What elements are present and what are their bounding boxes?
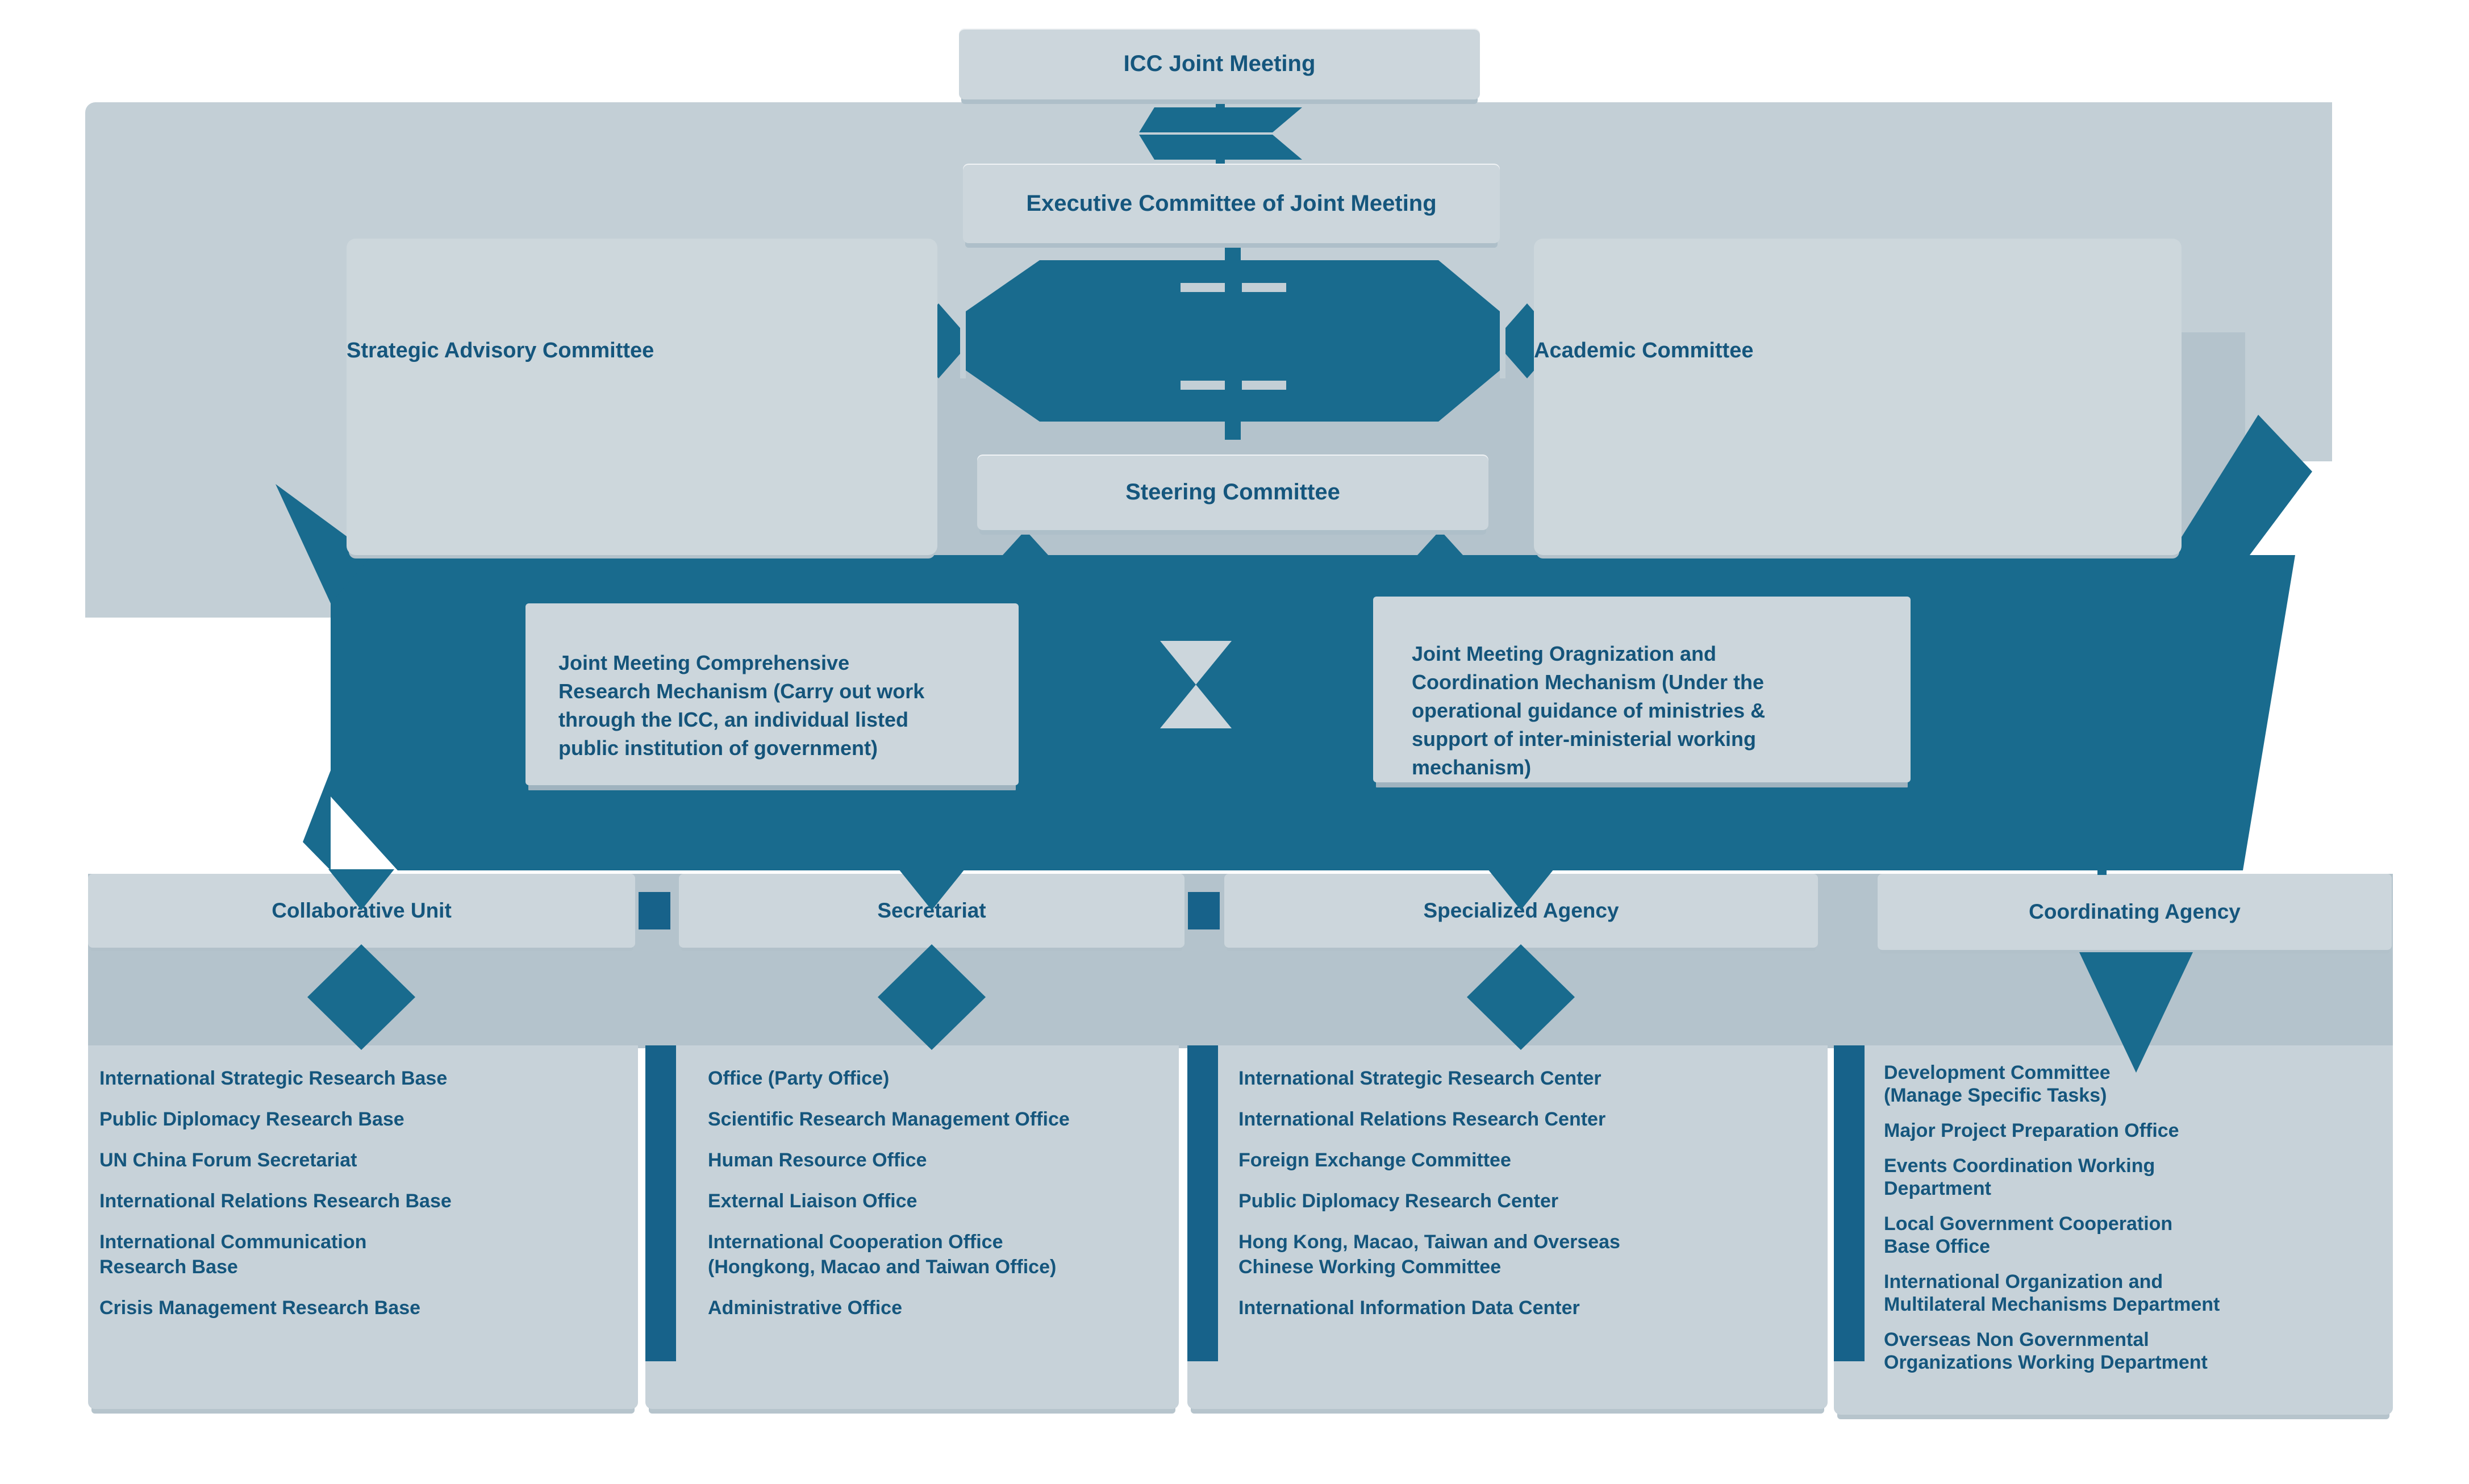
arrow-top-nub [1216, 100, 1225, 108]
emblem-dash [1181, 283, 1225, 292]
list-item: Public Diplomacy Research Base [99, 1108, 404, 1130]
list-item: Hong Kong, Macao, Taiwan and Overseas Ch… [1238, 1231, 1620, 1278]
list-item: Crisis Management Research Base [99, 1297, 421, 1319]
emblem-bottom-nub [1225, 420, 1241, 440]
emblem-dash [1242, 381, 1286, 390]
emblem-middle-band [966, 311, 1500, 370]
left-wing-background [85, 332, 376, 618]
column-header-specialized-agency: Specialized Agency [1224, 874, 1818, 948]
band-top-notch-left [1003, 530, 1048, 555]
list-item: International Information Data Center [1238, 1297, 1580, 1319]
secretariat-panel: Office (Party Office) Scientific Researc… [645, 1045, 1179, 1409]
list-item: International Relations Research Base [99, 1190, 452, 1212]
list-item: UN China Forum Secretariat [99, 1149, 357, 1171]
column-header-coordinating-agency: Coordinating Agency [1878, 874, 2392, 950]
dark-band-right-arm [2170, 415, 2312, 555]
emblem-dash [1181, 381, 1225, 390]
up-chevron-arrow [1139, 107, 1302, 132]
right-arrowhead-slit [1500, 303, 1505, 378]
collaborative-unit-panel: International Strategic Research Base Pu… [88, 1045, 638, 1409]
down-chevron-arrow [1139, 135, 1302, 160]
list-item: Overseas Non Governmental Organizations … [1884, 1329, 2208, 1373]
coordinating-agency-label: Coordinating Agency [2029, 900, 2241, 923]
list-item: Events Coordination Working Department [1884, 1155, 2155, 1199]
comprehensive-research-mechanism-box: Joint Meeting Comprehensive Research Mec… [526, 603, 1019, 785]
right-wing-background [2245, 102, 2332, 461]
emblem-top-trapezoid [966, 260, 1500, 311]
emblem-top-nub [1225, 242, 1241, 262]
strategic-advisory-committee-label: Strategic Advisory Committee [347, 339, 654, 362]
organization-coordination-mechanism-text: Joint Meeting Oragnization and Coordinat… [1412, 642, 1766, 779]
list-item: International Strategic Research Center [1238, 1068, 1601, 1089]
list-item: International Organization and Multilate… [1884, 1271, 2220, 1315]
hourglass-icon [1160, 685, 1232, 728]
list-item: Human Resource Office [708, 1149, 927, 1171]
organization-coordination-mechanism-box: Joint Meeting Oragnization and Coordinat… [1373, 597, 1911, 782]
list-item: Administrative Office [708, 1297, 902, 1319]
strategic-advisory-committee-box: Strategic Advisory Committee [347, 239, 937, 555]
diamond-connector [1467, 944, 1575, 1050]
list-item: Development Committee (Manage Specific T… [1884, 1062, 2111, 1106]
emblem-bottom-trapezoid [966, 370, 1500, 422]
emblem-dash [1242, 283, 1286, 292]
list-item: Public Diplomacy Research Center [1238, 1190, 1559, 1212]
left-arrowhead-slit [960, 303, 966, 378]
list-item: Office (Party Office) [708, 1068, 890, 1089]
academic-committee-label: Academic Committee [1534, 339, 1754, 362]
executive-committee-label: Executive Committee of Joint Meeting [1026, 191, 1437, 216]
list-item: Scientific Research Management Office [708, 1108, 1070, 1130]
academic-committee-box: Academic Committee [1534, 239, 2182, 555]
list-item: International Strategic Research Base [99, 1068, 448, 1089]
icc-joint-meeting-label: ICC Joint Meeting [1123, 51, 1316, 76]
steering-committee-box: Steering Committee [977, 455, 1488, 530]
specialized-agency-list: International Strategic Research Center … [1187, 1045, 1828, 1320]
band-top-notch-right [1417, 530, 1463, 555]
collaborative-unit-label: Collaborative Unit [272, 899, 452, 922]
comprehensive-research-mechanism-text: Joint Meeting Comprehensive Research Mec… [558, 651, 925, 760]
list-item: International Cooperation Office (Hongko… [708, 1231, 1057, 1278]
list-item: International Communication Research Bas… [99, 1231, 367, 1278]
secretariat-list: Office (Party Office) Scientific Researc… [645, 1045, 1179, 1320]
steering-committee-label: Steering Committee [1125, 480, 1340, 505]
collaborative-unit-list: International Strategic Research Base Pu… [88, 1045, 638, 1320]
column-header-collaborative-unit: Collaborative Unit [88, 874, 635, 948]
header-gap-square [639, 892, 670, 929]
diamond-connector [307, 944, 415, 1050]
secretariat-label: Secretariat [877, 899, 986, 922]
list-item: Local Government Cooperation Base Office [1884, 1213, 2173, 1257]
executive-committee-box: Executive Committee of Joint Meeting [963, 164, 1500, 243]
specialized-agency-panel: International Strategic Research Center … [1187, 1045, 1828, 1409]
header-gap-square [1188, 892, 1220, 929]
specialized-agency-label: Specialized Agency [1423, 899, 1619, 922]
hourglass-icon [1160, 641, 1232, 685]
coordinating-agency-panel: Development Committee (Manage Specific T… [1834, 1045, 2393, 1415]
column-header-secretariat: Secretariat [679, 874, 1185, 948]
diamond-connector [878, 944, 986, 1050]
list-item: Foreign Exchange Committee [1238, 1149, 1511, 1171]
icc-joint-meeting-box: ICC Joint Meeting [959, 28, 1480, 99]
list-item: International Relations Research Center [1238, 1108, 1606, 1130]
list-item: External Liaison Office [708, 1190, 917, 1212]
coordinating-agency-list: Development Committee (Manage Specific T… [1834, 1045, 2393, 1374]
dark-band-left-tip [303, 770, 331, 870]
list-item: Major Project Preparation Office [1884, 1120, 2179, 1141]
